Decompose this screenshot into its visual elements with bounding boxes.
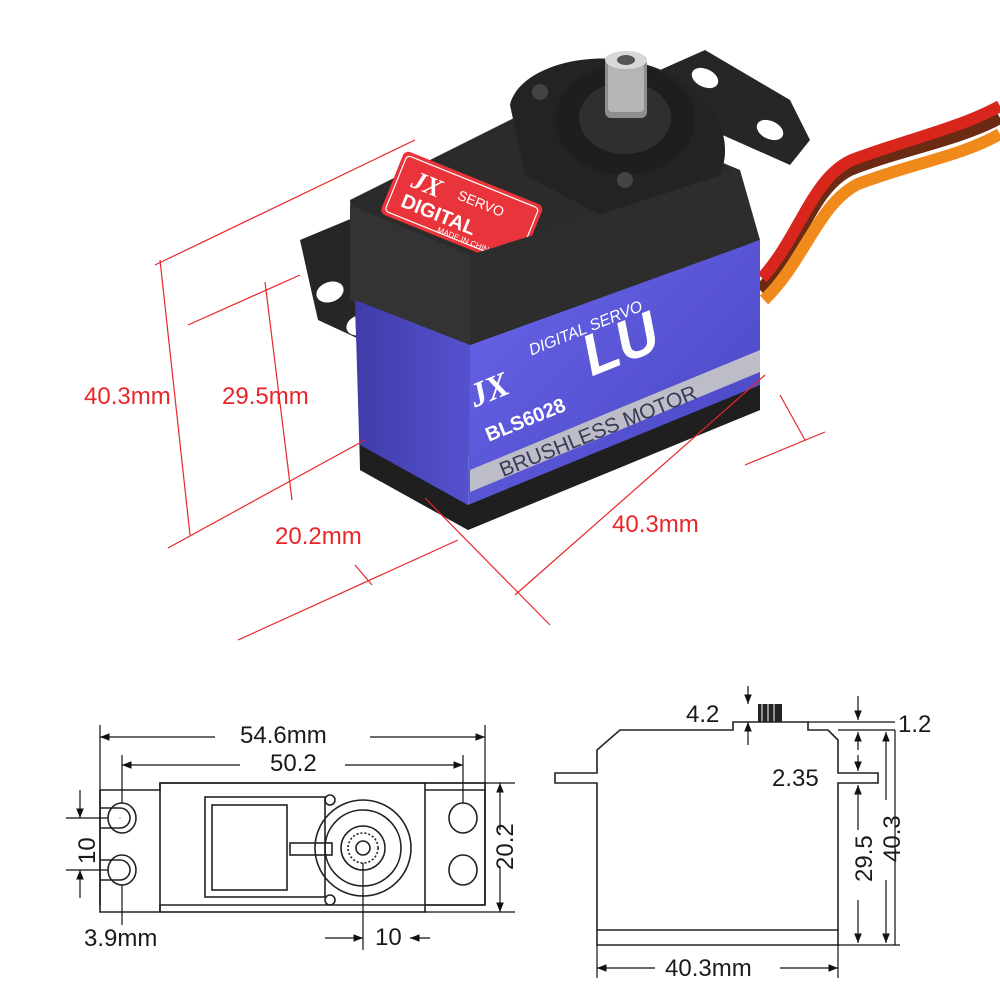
- label-recess: [204, 796, 326, 898]
- side-spline: [758, 704, 782, 722]
- side-view-drawing: 4.2 1.2 2.35 29.5 40.3 40.3mm: [554, 686, 931, 982]
- side-top-step: 1.2: [898, 711, 931, 738]
- top-spline-offset: 10: [375, 924, 402, 951]
- slot-right-top: [448, 802, 478, 834]
- top-brand-label: JX SERVO DIGITAL MADE IN CHINA: [381, 151, 543, 268]
- side-body-outline: [554, 721, 879, 946]
- side-body-height: 29.5: [851, 835, 878, 882]
- slot-left-top: [100, 807, 131, 829]
- side-flange-thickness: 2.35: [772, 765, 819, 792]
- screw-top-1: [532, 84, 548, 100]
- top-slot-pitch: 10: [74, 837, 101, 864]
- side-total-height: 40.3: [879, 815, 906, 862]
- servo-wires: [755, 100, 1000, 305]
- slot-right-bottom: [448, 854, 478, 886]
- side-length: 40.3mm: [665, 955, 752, 982]
- side-spline-height: 4.2: [686, 701, 719, 728]
- photo-width: 20.2mm: [275, 523, 362, 550]
- body-outline: [159, 782, 426, 913]
- top-view-spline: [347, 832, 379, 864]
- top-hole-span: 50.2: [270, 750, 317, 777]
- screw-top-2: [617, 172, 633, 188]
- photo-dimension-lines: [154, 139, 826, 641]
- photo-height-total: 40.3mm: [84, 383, 171, 410]
- photo-height-body: 29.5mm: [222, 383, 309, 410]
- top-body-width: 20.2: [492, 823, 519, 870]
- top-view-drawing: 54.6mm 50.2 10 20.2 3.9mm 10: [66, 722, 519, 952]
- slot-left-bottom: [100, 859, 131, 881]
- servo-photo: JX SERVO DIGITAL MADE IN CHINA JX DIGITA…: [84, 50, 1000, 641]
- top-slot-width: 3.9mm: [84, 925, 157, 952]
- photo-length: 40.3mm: [612, 511, 699, 538]
- top-overall-span: 54.6mm: [240, 722, 327, 749]
- flange-outline: [99, 782, 486, 913]
